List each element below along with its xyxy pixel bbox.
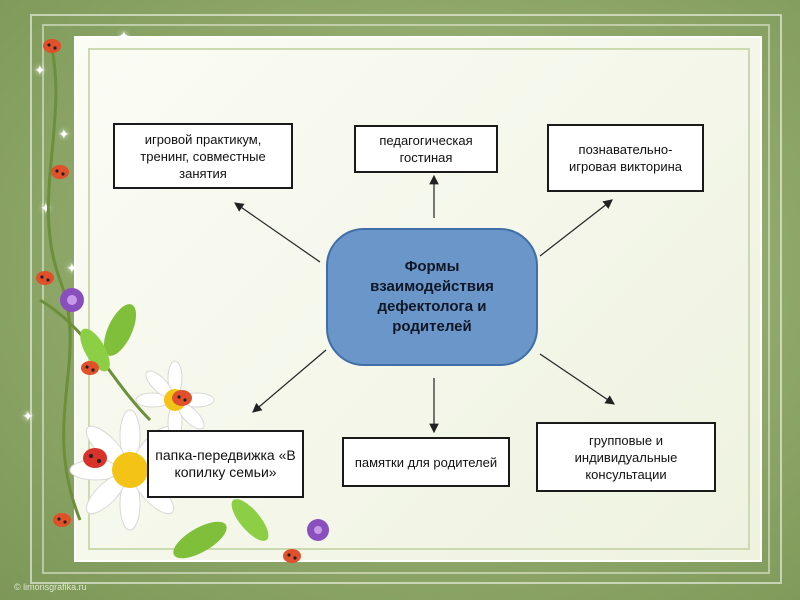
node-top-right: познавательно-игровая викторина xyxy=(547,124,704,192)
vine-icon xyxy=(46,39,82,521)
arrow-to-bottom-right xyxy=(539,353,615,405)
ladybug-icon xyxy=(36,271,54,285)
ladybug-icon xyxy=(53,513,71,527)
sparkle-icon: ✦ xyxy=(40,200,52,216)
arrow-to-top-right xyxy=(539,199,613,257)
sparkle-icon: ✦ xyxy=(22,408,34,424)
center-node: Формы взаимодействия дефектолога и родит… xyxy=(326,228,538,366)
ladybug-icon xyxy=(43,39,61,53)
node-bottom-center: памятки для родителей xyxy=(342,437,510,487)
sparkle-icon: ✦ xyxy=(66,260,78,276)
arrow-to-bottom-left xyxy=(252,349,327,413)
node-top-center: педагогическая гостиная xyxy=(354,125,498,173)
sparkle-icon: ✦ xyxy=(118,28,130,44)
ladybug-icon xyxy=(83,448,107,468)
node-label: памятки для родителей xyxy=(354,454,498,470)
node-label: групповые и индивидуальные консультации xyxy=(574,432,678,482)
center-node-label: Формы взаимодействия дефектолога и родит… xyxy=(370,258,494,335)
leaf-icon xyxy=(231,499,269,541)
node-bottom-right: групповые и индивидуальные консультации xyxy=(536,422,716,492)
outer-frame-inner xyxy=(42,24,770,574)
leaf-icon xyxy=(80,328,110,372)
ladybug-icon xyxy=(81,361,99,375)
node-label: педагогическая гостиная xyxy=(379,133,473,165)
sparkle-icon: ✦ xyxy=(58,126,70,142)
ladybug-icon xyxy=(172,390,192,406)
ladybug-icon xyxy=(51,165,69,179)
ladybug-icon xyxy=(283,549,301,563)
arrow-to-top-left xyxy=(234,202,321,263)
content-panel-border xyxy=(88,48,750,550)
node-top-left: игровой практикум, тренинг, совместные з… xyxy=(113,123,293,189)
leaf-icon xyxy=(173,521,227,559)
sparkle-icon: ✦ xyxy=(34,62,46,78)
leaf-icon xyxy=(103,304,137,356)
outer-frame xyxy=(30,14,782,584)
watermark: © limonsgrafika.ru xyxy=(14,582,87,592)
node-label: игровой практикум, тренинг, совместные з… xyxy=(140,131,266,181)
node-label: папка-передвижка «В копилку семьи» xyxy=(155,447,296,480)
node-bottom-left: папка-передвижка «В копилку семьи» xyxy=(147,430,304,498)
node-label: познавательно-игровая викторина xyxy=(568,142,683,174)
